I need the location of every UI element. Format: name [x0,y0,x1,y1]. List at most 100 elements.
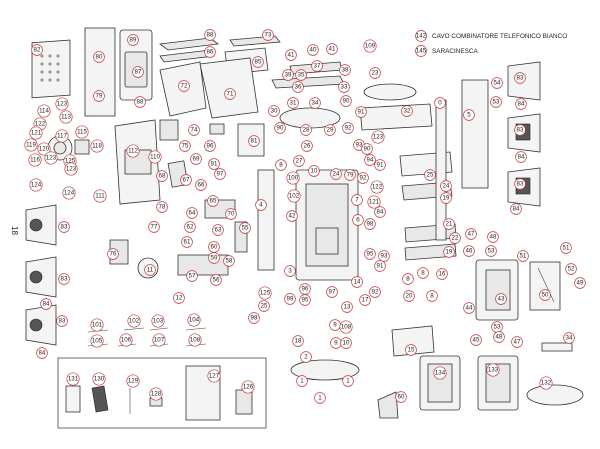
part-callout-21: 21 [443,218,455,230]
callout-number: 17 [362,297,369,304]
callout-bubble [401,105,413,117]
callout-bubble [515,98,527,110]
callout-number: 16 [439,271,446,278]
callout-number: 103 [153,318,164,325]
callout-number: 99 [287,296,294,303]
part-callout-93: 93 [378,250,390,262]
part-callout-1: 1 [342,375,354,387]
callout-number: 36 [295,84,302,91]
part-callout-37: 37 [311,60,323,72]
callout-bubble [514,124,526,136]
callout-number: 84 [518,101,525,108]
callout-number: 46 [466,248,473,255]
callout-number: 47 [468,231,475,238]
part-callout-91: 91 [374,260,386,272]
callout-bubble [208,252,220,264]
callout-bubble [405,344,417,356]
part-callout-4: 4 [255,199,267,211]
callout-bubble [29,126,43,140]
part-callout-77: 77 [148,221,160,233]
part-callout-57: 57 [186,270,198,282]
part-hopper-body [199,57,259,119]
callout-number: 106 [121,337,132,344]
callout-number: 56 [213,277,220,284]
part-callout-83: 83 [58,221,70,233]
callout-bubble [148,221,160,233]
part-callout-120: 120 [37,142,51,156]
callout-number: 111 [95,193,105,200]
callout-bubble [223,255,235,267]
part-callout-76: 76 [107,248,119,260]
callout-bubble [359,294,371,306]
part-callout-49: 49 [574,277,586,289]
part-callout-105: 105 [90,334,104,348]
callout-bubble [434,97,446,109]
callout-number: 102 [289,193,300,200]
callout-number: 59 [211,255,218,262]
part-callout-101: 101 [90,318,104,332]
callout-bubble [255,199,267,211]
part-callout-108: 108 [339,320,353,334]
callout-bubble [514,178,526,190]
part-callout-5: 5 [463,109,475,121]
part-callout-41: 41 [326,43,338,55]
part-callout-38: 38 [339,64,351,76]
callout-bubble [369,67,381,79]
callout-bubble [149,387,163,401]
part-callout-60: 60 [208,241,220,253]
part-callout-91: 91 [208,158,220,170]
callout-number: 38 [342,67,349,74]
callout-number: 77 [151,224,158,231]
part-callout-36: 36 [292,81,304,93]
part-callout-69: 69 [190,153,202,165]
callout-number: 10 [311,168,318,175]
callout-bubble [517,250,529,262]
part-callout-56: 56 [210,274,222,286]
part-callout-123: 123 [55,97,69,111]
part-callout-39: 39 [282,69,294,81]
callout-number: 90 [364,146,371,153]
callout-number: 76 [110,251,117,258]
part-callout-94: 94 [364,154,376,166]
legend-text-2: SARACINESCA [432,48,479,55]
callout-number: 9 [333,322,337,329]
callout-number: 129 [128,378,139,385]
part-callout-119: 119 [24,138,38,152]
part-callout-44: 44 [463,302,475,314]
callout-bubble [440,192,452,204]
part-callout-8: 8 [417,267,429,279]
part-callout-48: 48 [493,331,505,343]
part-callout-110: 110 [148,150,162,164]
part-callout-68: 68 [156,170,168,182]
part-callout-82: 82 [31,44,43,56]
part-callout-114: 114 [37,104,51,118]
part-callout-132: 132 [539,376,553,390]
part-callout-9: 9 [330,337,342,349]
callout-bubble [287,189,301,203]
callout-number: 70 [228,211,235,218]
part-callout-111: 111 [93,189,107,203]
part-handle-bar [541,342,573,352]
part-callout-65: 65 [207,195,219,207]
callout-number: 74 [191,127,198,134]
part-callout-83: 83 [56,315,68,327]
part-side-decor-left [25,204,57,346]
callout-bubble [339,64,351,76]
callout-bubble [495,293,507,305]
callout-bubble [173,292,185,304]
callout-bubble [295,69,307,81]
callout-number: 53 [493,99,500,106]
callout-bubble [214,168,226,180]
part-callout-53: 53 [490,96,502,108]
callout-bubble [491,77,503,89]
part-callout-1: 1 [314,392,326,404]
part-callout-13: 13 [341,301,353,313]
callout-number: 110 [150,154,160,161]
callout-number: 44 [466,305,473,312]
callout-bubble [151,314,165,328]
callout-number: 127 [209,373,220,380]
part-callout-47: 47 [511,336,523,348]
part-callout-97: 97 [326,286,338,298]
part-callout-29: 29 [324,124,336,136]
callout-bubble [208,158,220,170]
